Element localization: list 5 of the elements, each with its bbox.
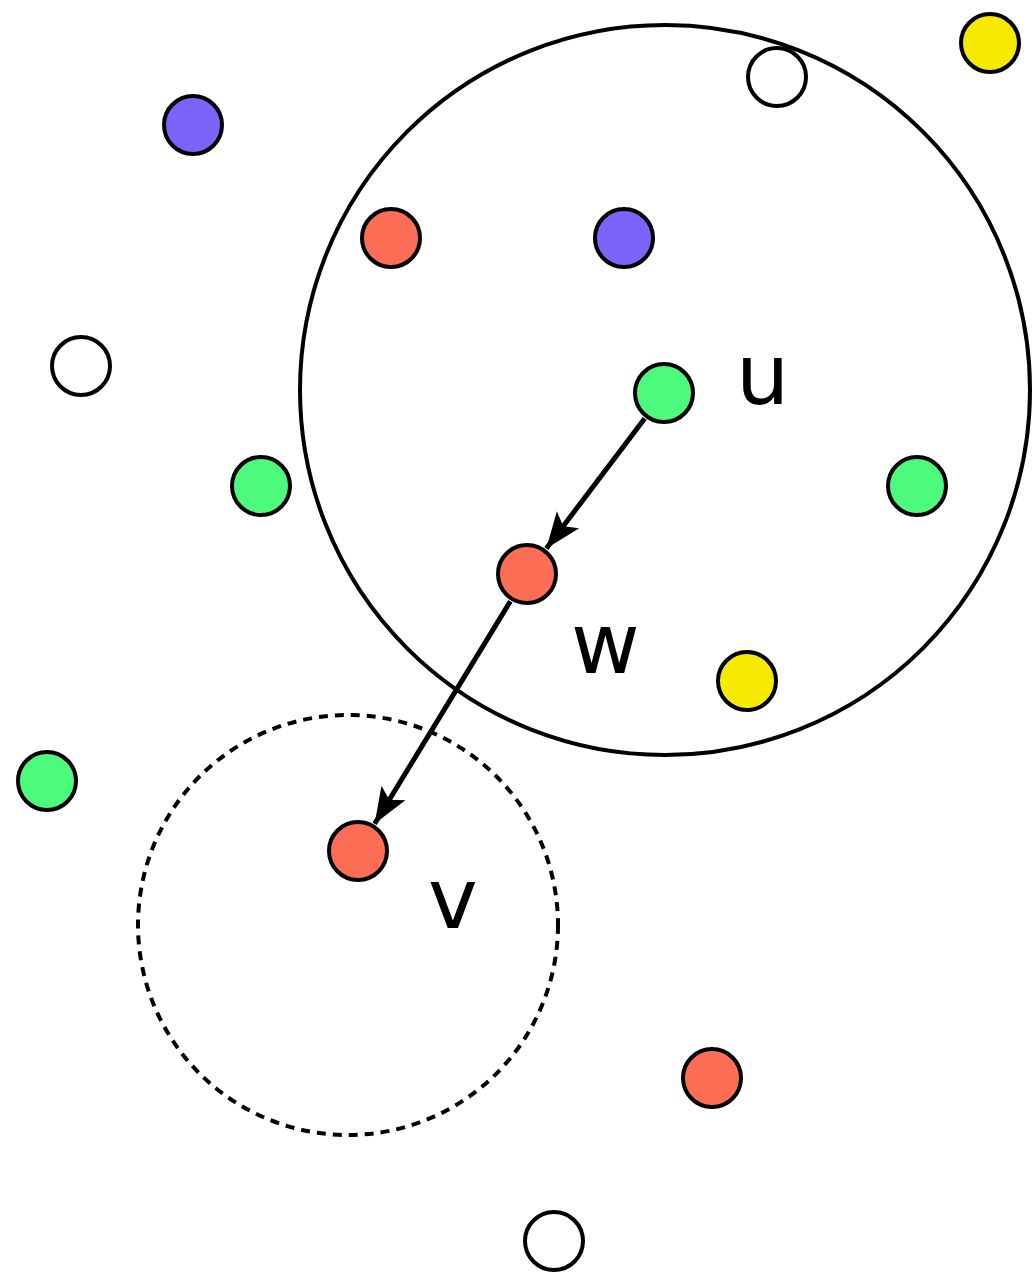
arrow bbox=[372, 600, 513, 825]
node-label: v bbox=[428, 857, 478, 941]
arrow bbox=[544, 417, 647, 550]
node-label: u bbox=[736, 333, 790, 417]
node-label: w bbox=[571, 602, 640, 686]
